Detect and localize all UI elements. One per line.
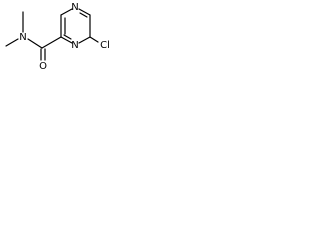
atom-label-n-pyrazine-top: N [71,2,78,13]
atom-label-n-amide: N [19,32,26,43]
bond-ring-top-right-inner [79,12,88,18]
atom-label-n-pyrazine-bottom: N [71,40,78,51]
bond-ring-carbonyl [41,36,62,49]
bond-n-methyl-left [5,38,19,47]
bond-ring-top-left [60,8,73,16]
bond-ring-bottom-left-inner [63,34,72,40]
chemical-structure-diagram: N N N O Cl [5,2,110,72]
bond-carbonyl-n [27,38,43,49]
bond-ring-bottom-left [60,36,73,44]
bond-c-cl [89,36,99,43]
atom-label-cl: Cl [100,40,110,51]
bond-ring-top-right [78,8,91,16]
atom-label-o-carbonyl: O [39,61,47,72]
bond-ring-bottom-right [78,36,91,44]
